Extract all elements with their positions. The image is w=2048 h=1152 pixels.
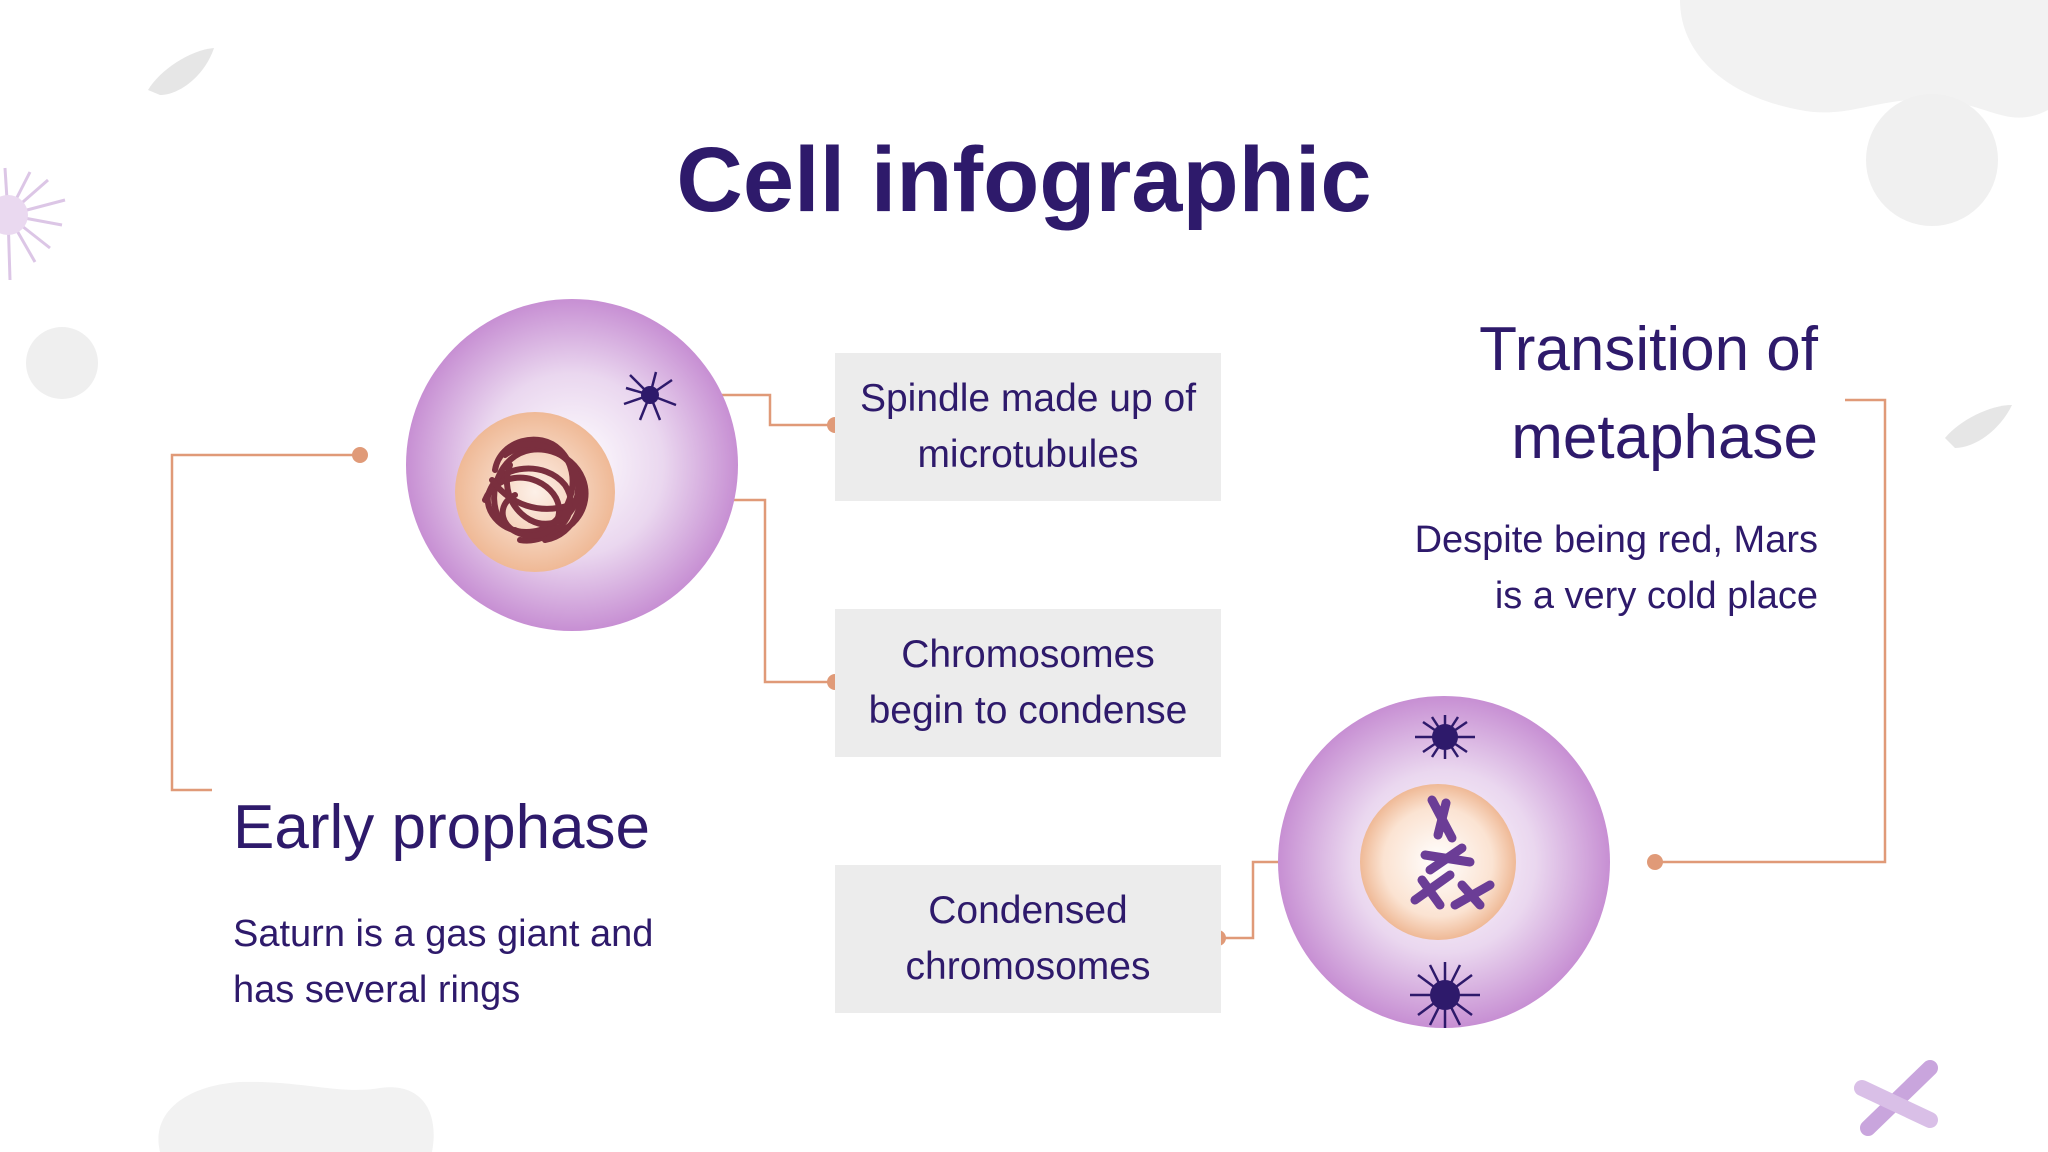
prophase-cell bbox=[406, 299, 738, 631]
condensed-chromosomes-icon bbox=[1410, 795, 1495, 910]
page-title: Cell infographic bbox=[676, 129, 1372, 231]
label-condensed: Condensed chromosomes bbox=[905, 889, 1151, 988]
early-prophase-description: Saturn is a gas giant and has several ri… bbox=[233, 913, 654, 1011]
blob-top-right bbox=[1680, 0, 2048, 118]
circle-top-right bbox=[1866, 94, 1998, 226]
label-box-condensed: Condensed chromosomes bbox=[835, 865, 1221, 1013]
metaphase-description: Despite being red, Mars is a very cold p… bbox=[1414, 519, 1818, 617]
label-spindle: Spindle made up of microtubules bbox=[859, 377, 1197, 476]
prophase-nucleus bbox=[455, 412, 615, 572]
label-box-spindle: Spindle made up of microtubules bbox=[835, 353, 1221, 501]
label-chromosomes-condense: Chromosomes begin to condense bbox=[868, 633, 1188, 732]
early-prophase-heading: Early prophase bbox=[233, 793, 651, 862]
metaphase-heading: Transition of metaphase bbox=[1479, 315, 1818, 472]
connector-spindle bbox=[700, 393, 835, 427]
label-box-chromosomes-condense: Chromosomes begin to condense bbox=[835, 609, 1221, 757]
connector-early-prophase bbox=[170, 453, 360, 792]
circle-left bbox=[26, 327, 98, 399]
metaphase-cell bbox=[1278, 696, 1610, 1028]
leaf-top-left bbox=[148, 48, 214, 95]
chromosome-x-icon bbox=[1854, 1060, 1938, 1136]
connector-metaphase bbox=[1655, 398, 1887, 864]
chromatin-tangle bbox=[482, 436, 589, 544]
leaf-right bbox=[1945, 405, 2012, 448]
blob-bottom bbox=[158, 1081, 434, 1152]
connector-lines bbox=[170, 393, 1887, 940]
